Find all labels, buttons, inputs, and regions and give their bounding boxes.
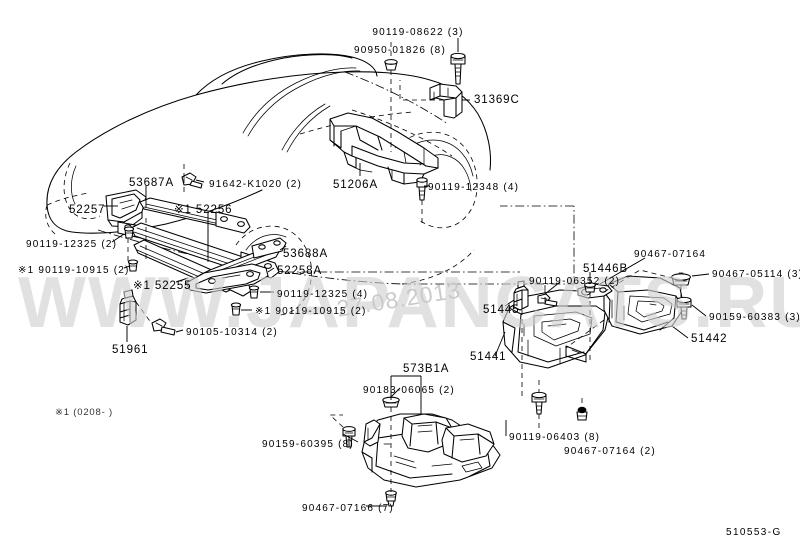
part-51445-bracket xyxy=(513,280,529,311)
part-573B1A-shield xyxy=(361,413,501,488)
fastener-90159-60395 xyxy=(342,426,356,448)
part-label-l-53688A: 53688A xyxy=(283,248,329,260)
part-label-l-152256: ※1 52256 xyxy=(174,204,233,216)
fastener-90467-07164-lower xyxy=(576,406,588,421)
fastener-90119-10915-left xyxy=(127,259,139,272)
part-label-l-152255: ※1 52255 xyxy=(133,280,192,292)
footnote-1: ※1 (0208- ) xyxy=(55,407,113,418)
part-label-l-52258A: 52258A xyxy=(277,265,323,277)
part-label-l-51442: 51442 xyxy=(691,333,728,345)
part-label-l-190119-10915a: ※1 90119-10915 (2) xyxy=(18,265,130,276)
part-label-l-90159-60383: 90159-60383 (3) xyxy=(709,312,800,323)
part-label-l-90183-06065: 90183-06065 (2) xyxy=(363,385,455,396)
fastener-90950-01826 xyxy=(384,59,398,71)
part-label-l-90467-07164a: 90467-07164 xyxy=(634,249,707,260)
part-52258A-bracket xyxy=(185,263,269,294)
part-label-l-53687A: 53687A xyxy=(129,177,175,189)
leader-lines xyxy=(104,38,710,507)
fastener-90119-06352 xyxy=(537,293,558,307)
fastener-90105-10314 xyxy=(151,318,176,336)
part-label-l-90467-07166: 90467-07166 (7) xyxy=(302,503,394,514)
part-label-l-90119-12348: 90119-12348 (4) xyxy=(428,182,520,193)
fastener-90467-07164-upper xyxy=(584,282,596,293)
fastener-90119-08622 xyxy=(450,52,466,85)
fastener-90467-05114 xyxy=(671,272,691,286)
part-51441-undercover xyxy=(502,289,613,369)
fastener-90119-12325-left xyxy=(123,226,135,239)
part-51961-bracket xyxy=(119,289,137,326)
part-53687A-brace xyxy=(139,197,251,234)
part-31369C-bracket xyxy=(429,83,463,119)
part-51206A-crossmember xyxy=(329,112,439,185)
part-label-l-90119-12325b: 90119-12325 (4) xyxy=(277,289,369,300)
part-label-l-51961: 51961 xyxy=(112,344,149,356)
diagram-code: 510553-G xyxy=(726,527,782,538)
part-label-l-90467-05114: 90467-05114 (3) xyxy=(712,269,800,280)
fastener-90119-12325-right xyxy=(248,285,260,299)
part-label-l-90119-06352: 90119-06352 (2) xyxy=(529,276,621,287)
part-label-l-90159-60395: 90159-60395 (8) xyxy=(262,439,354,450)
fastener-90119-10915-right xyxy=(230,302,242,316)
fastener-90159-60383 xyxy=(676,296,692,320)
part-label-l-91642-K1020: 91642-K1020 (2) xyxy=(209,179,303,190)
part-label-l-51445: 51445 xyxy=(483,304,520,316)
part-label-l-90105-10314: 90105-10314 (2) xyxy=(186,327,278,338)
fastener-91642-K1020 xyxy=(181,172,203,189)
part-label-l-31369C: 31369C xyxy=(474,94,520,106)
fastener-90119-06403 xyxy=(531,391,547,415)
part-label-l-90119-06403: 90119-06403 (8) xyxy=(509,432,601,443)
part-label-l-51446B: 51446B xyxy=(583,263,629,275)
part-label-l-190119-10915b: ※1 90119-10915 (2) xyxy=(255,306,367,317)
part-label-l-51441: 51441 xyxy=(470,351,507,363)
part-52257-bracket xyxy=(105,189,147,228)
fastener-90467-07166 xyxy=(385,490,397,507)
part-label-l-51206A: 51206A xyxy=(333,179,379,191)
fastener-90119-12348 xyxy=(416,177,428,201)
part-label-l-90950-01826: 90950-01826 (8) xyxy=(354,45,446,56)
part-label-l-90467-07164b: 90467-07164 (2) xyxy=(564,446,656,457)
part-label-l-52257: 52257 xyxy=(69,204,106,216)
part-label-l-573B1A: 573B1A xyxy=(403,363,450,375)
part-label-l-90119-12325a: 90119-12325 (2) xyxy=(26,239,118,250)
part-label-l-90119-08622: 90119-08622 (3) xyxy=(372,27,464,38)
